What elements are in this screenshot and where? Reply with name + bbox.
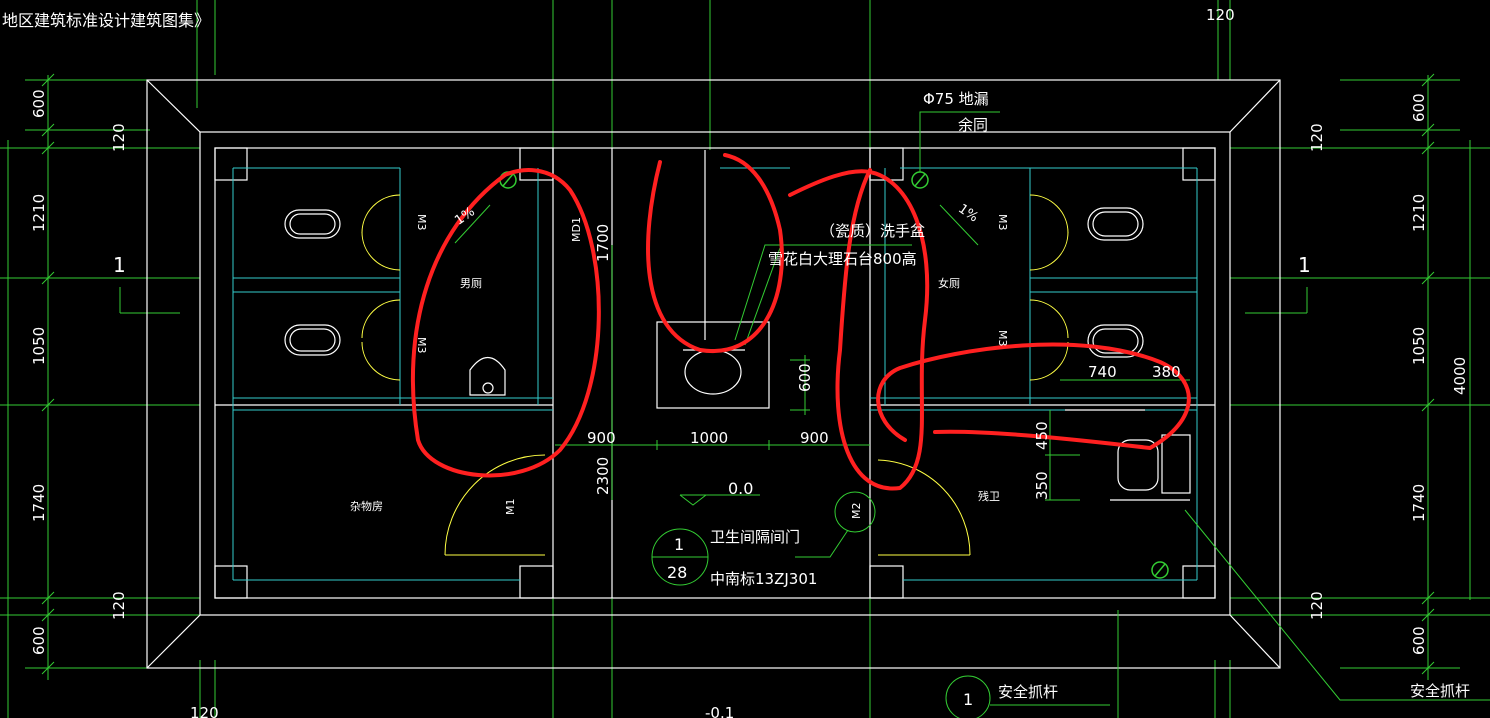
dim-left-120-top: 120 — [110, 123, 128, 152]
dim-top-120: 120 — [1206, 6, 1235, 24]
dim-350: 350 — [1033, 471, 1051, 500]
door-tag-m2: M2 — [850, 503, 863, 520]
header-note: 地区建筑标准设计建筑图集》 — [2, 11, 210, 30]
door-tag-m1: M1 — [504, 499, 517, 516]
dim-mid-900-right: 900 — [800, 429, 829, 447]
door-tag-md1: MD1 — [570, 217, 583, 242]
dim-left-1210: 1210 — [30, 194, 48, 232]
detail-number-top: 1 — [674, 535, 684, 554]
dim-right-1210: 1210 — [1410, 194, 1428, 232]
slope-right-label: 1% — [955, 201, 980, 225]
floor-drain-label: Φ75 地漏 — [923, 90, 989, 108]
toilet-fixtures — [284, 207, 1191, 501]
dim-right-1050: 1050 — [1410, 327, 1428, 365]
axis-label-right: 1 — [1298, 253, 1311, 277]
annotation-leaders — [454, 111, 1490, 718]
dim-740: 740 — [1088, 363, 1117, 381]
dim-mid-900-left: 900 — [587, 429, 616, 447]
accessible-wc-label: 残卫 — [978, 489, 1000, 503]
womens-room-label: 女厕 — [938, 276, 960, 290]
axis-label-left: 1 — [113, 253, 126, 277]
dimension-ticks — [41, 73, 1435, 675]
dim-right-total: 4000 — [1451, 357, 1469, 395]
dim-left-1050: 1050 — [30, 327, 48, 365]
grab-bar-right-label: 安全抓杆 — [1410, 682, 1470, 700]
dim-right-600-top: 600 — [1410, 93, 1428, 122]
red-markup — [410, 153, 1191, 491]
grab-bar-number: 1 — [963, 690, 973, 709]
dim-mid-1000: 1000 — [690, 429, 728, 447]
partition-lines — [232, 167, 1198, 581]
door-tag-m3-a: M3 — [415, 214, 428, 231]
storage-room-label: 杂物房 — [350, 499, 383, 513]
dim-right-600-bot: 600 — [1410, 626, 1428, 655]
dimension-numbers: 120 120 600 120 1210 1050 1740 120 600 6… — [30, 6, 1469, 718]
dim-left-1740: 1740 — [30, 484, 48, 522]
door-note-label: 卫生间隔间门 — [710, 528, 800, 546]
grab-bar-label: 安全抓杆 — [998, 683, 1058, 701]
dim-right-1740: 1740 — [1410, 484, 1428, 522]
dim-right-120-top: 120 — [1308, 123, 1326, 152]
dim-right-120-bot: 120 — [1308, 591, 1326, 620]
level-bottom-label: -0.1 — [705, 704, 734, 718]
dim-left-600-top: 600 — [30, 89, 48, 118]
dim-bottom-120: 120 — [190, 704, 219, 718]
door-tag-m3-d: M3 — [996, 330, 1009, 347]
building-outline — [146, 79, 1281, 669]
dim-450: 450 — [1033, 421, 1051, 450]
dim-left-120-bot: 120 — [110, 591, 128, 620]
mens-room-label: 男厕 — [460, 277, 482, 290]
door-tag-m3-b: M3 — [415, 337, 428, 354]
basin-label-2: 雪花白大理石台800高 — [768, 250, 917, 268]
dim-v-2300: 2300 — [594, 457, 612, 495]
dim-left-600-bot: 600 — [30, 626, 48, 655]
dim-v-600: 600 — [796, 363, 814, 392]
basin-label-1: （瓷质）洗手盆 — [820, 222, 925, 240]
detail-number-bottom: 28 — [667, 563, 687, 582]
stall-doors — [361, 194, 1069, 556]
level-label: 0.0 — [728, 479, 753, 498]
dim-v-1700: 1700 — [594, 224, 612, 262]
door-ref-label: 中南标13ZJ301 — [710, 570, 817, 588]
same-label: 余同 — [958, 116, 988, 134]
door-tag-m3-c: M3 — [996, 214, 1009, 231]
dim-380: 380 — [1152, 363, 1181, 381]
